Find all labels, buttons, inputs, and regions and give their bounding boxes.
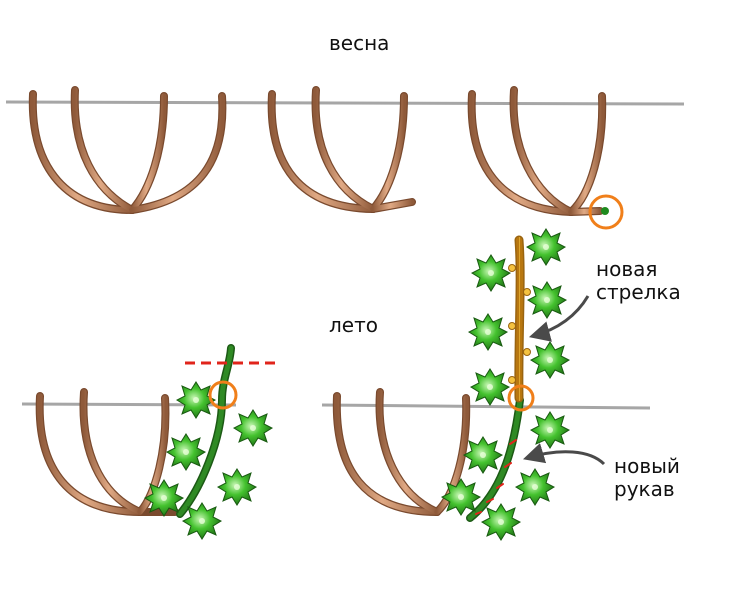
summer-plant-1 [35, 388, 179, 516]
pointer-arrow-icon [528, 295, 590, 342]
spring-plant-1 [28, 86, 227, 214]
trellis-wire-bottom-right [321, 403, 651, 410]
label-summer: лето [329, 313, 378, 337]
label-spring: весна [329, 31, 390, 55]
spring-plant-3 [467, 86, 624, 230]
bud-marker [601, 207, 609, 215]
label-new-sleeve: новый рукав [614, 454, 680, 501]
orange-circle-marker [507, 384, 535, 412]
pointer-arrow-icon [522, 443, 606, 466]
spring-plant-2 [267, 86, 416, 213]
new-arrow-cane [508, 235, 531, 403]
green-shoot-left [176, 344, 235, 518]
summer-plant-2 [332, 388, 471, 516]
orange-circle-marker [588, 194, 624, 230]
orange-circle-marker [208, 380, 238, 410]
new-sleeve-shoot [466, 396, 524, 522]
leaves-right [441, 228, 570, 541]
label-new-arrow: новая стрелка [596, 257, 681, 304]
trellis-wire-top [5, 100, 685, 106]
